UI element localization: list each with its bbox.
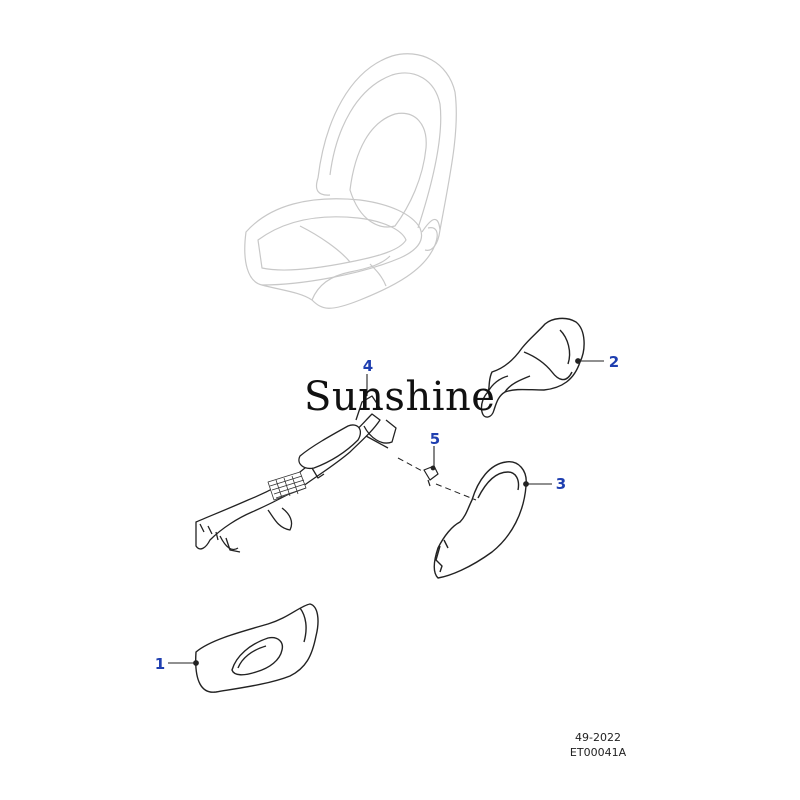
part-3-side-shield — [433, 461, 529, 579]
part-4-seat-frame — [195, 395, 397, 553]
mesh-pad — [267, 471, 307, 501]
callout-5: 5 — [430, 430, 440, 448]
watermark-text: Sunshine — [304, 374, 496, 420]
part-1-side-panel — [193, 603, 319, 693]
part-5-clip — [423, 465, 439, 487]
illustration-id: ET00041A — [569, 746, 627, 759]
callout-2: 2 — [609, 353, 619, 371]
callout-leaders — [168, 360, 604, 664]
callout-3: 3 — [556, 475, 566, 493]
date-code: 49-2022 — [575, 731, 621, 744]
part-2-trim-cover — [480, 317, 585, 418]
assembly-lines — [365, 396, 477, 501]
callout-1: 1 — [155, 655, 165, 673]
seat-reference-outline — [244, 53, 457, 309]
callout-4: 4 — [363, 357, 373, 375]
